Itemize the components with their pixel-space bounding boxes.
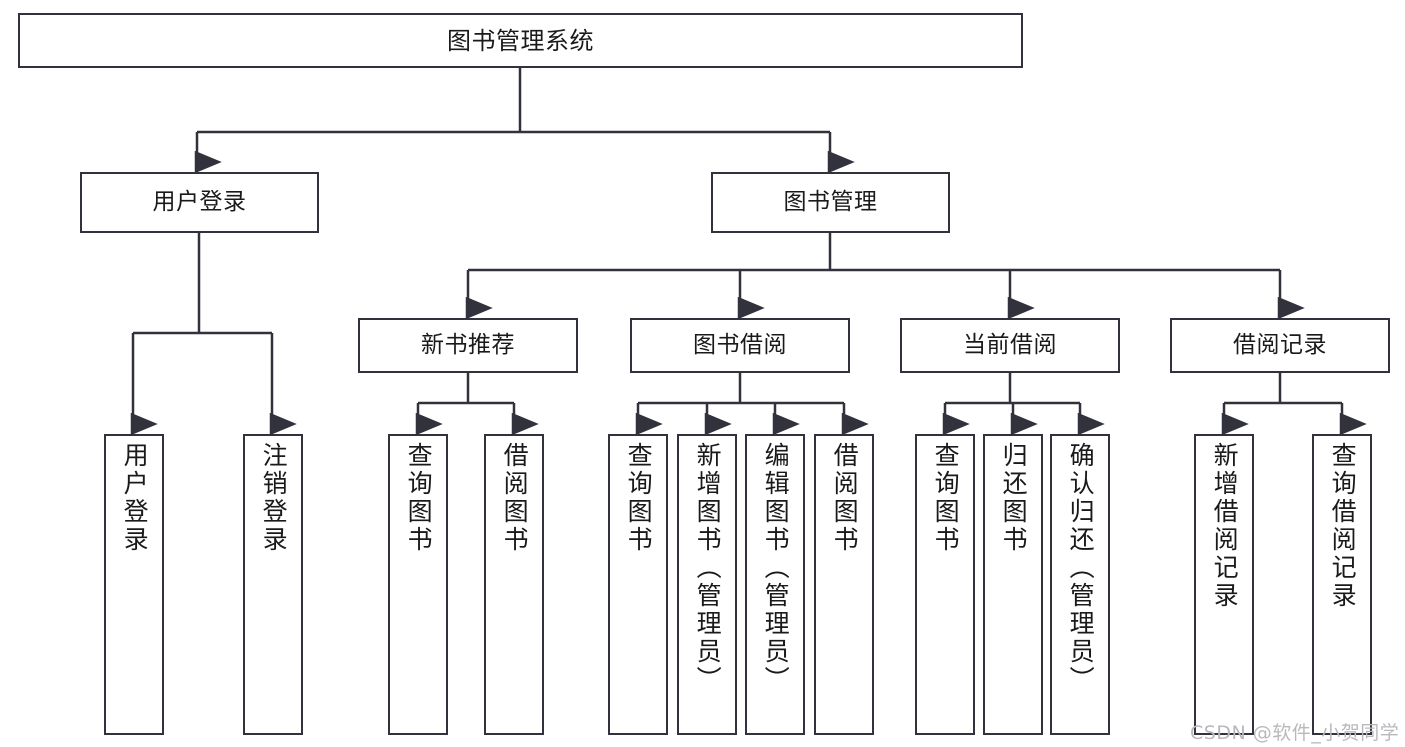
leaf-logout[interactable]: 注销登录	[243, 434, 303, 735]
node-label: 确认归还（管理员）	[1066, 442, 1096, 694]
node-label: 当前借阅	[963, 332, 1057, 359]
leaf-edit-book[interactable]: 编辑图书（管理员）	[745, 434, 805, 735]
node-label: 用户登录	[152, 189, 247, 216]
leaf-borrow-book-recommend[interactable]: 借阅图书	[484, 434, 544, 735]
leaf-query-book-current[interactable]: 查询图书	[915, 434, 975, 735]
node-label: 编辑图书（管理员）	[761, 442, 791, 694]
node-label: 查询图书	[404, 442, 434, 554]
leaf-add-borrow-record[interactable]: 新增借阅记录	[1194, 434, 1254, 735]
csdn-watermark: CSDN @软件_小贺同学	[1190, 722, 1400, 744]
leaf-query-borrow-record[interactable]: 查询借阅记录	[1312, 434, 1372, 735]
node-label: 图书管理	[783, 189, 878, 216]
leaf-confirm-return[interactable]: 确认归还（管理员）	[1050, 434, 1110, 735]
node-label: 归还图书	[999, 442, 1029, 554]
node-label: 新书推荐	[421, 332, 515, 359]
node-label: 查询图书	[624, 442, 654, 554]
node-label: 图书借阅	[693, 332, 787, 359]
node-label: 借阅记录	[1233, 332, 1327, 359]
node-label: 借阅图书	[500, 442, 530, 554]
node-label: 用户登录	[120, 442, 150, 554]
leaf-add-book[interactable]: 新增图书（管理员）	[677, 434, 737, 735]
node-user-login[interactable]: 用户登录	[80, 172, 319, 233]
node-label: 查询图书	[931, 442, 961, 554]
node-book-management[interactable]: 图书管理	[711, 172, 950, 233]
node-label: 注销登录	[259, 442, 289, 554]
leaf-user-login[interactable]: 用户登录	[104, 434, 164, 735]
node-label: 新增图书（管理员）	[693, 442, 723, 694]
node-label: 图书管理系统	[447, 26, 594, 55]
leaf-query-book-borrow[interactable]: 查询图书	[608, 434, 668, 735]
node-root-system[interactable]: 图书管理系统	[18, 13, 1023, 68]
node-label: 借阅图书	[830, 442, 860, 554]
node-label: 新增借阅记录	[1210, 442, 1240, 610]
node-book-borrow[interactable]: 图书借阅	[630, 318, 850, 373]
node-new-book-recommend[interactable]: 新书推荐	[358, 318, 578, 373]
node-current-borrow[interactable]: 当前借阅	[900, 318, 1120, 373]
leaf-return-book[interactable]: 归还图书	[983, 434, 1043, 735]
node-borrow-record[interactable]: 借阅记录	[1170, 318, 1390, 373]
node-label: 查询借阅记录	[1328, 442, 1358, 610]
leaf-query-book-recommend[interactable]: 查询图书	[388, 434, 448, 735]
leaf-borrow-book[interactable]: 借阅图书	[814, 434, 874, 735]
